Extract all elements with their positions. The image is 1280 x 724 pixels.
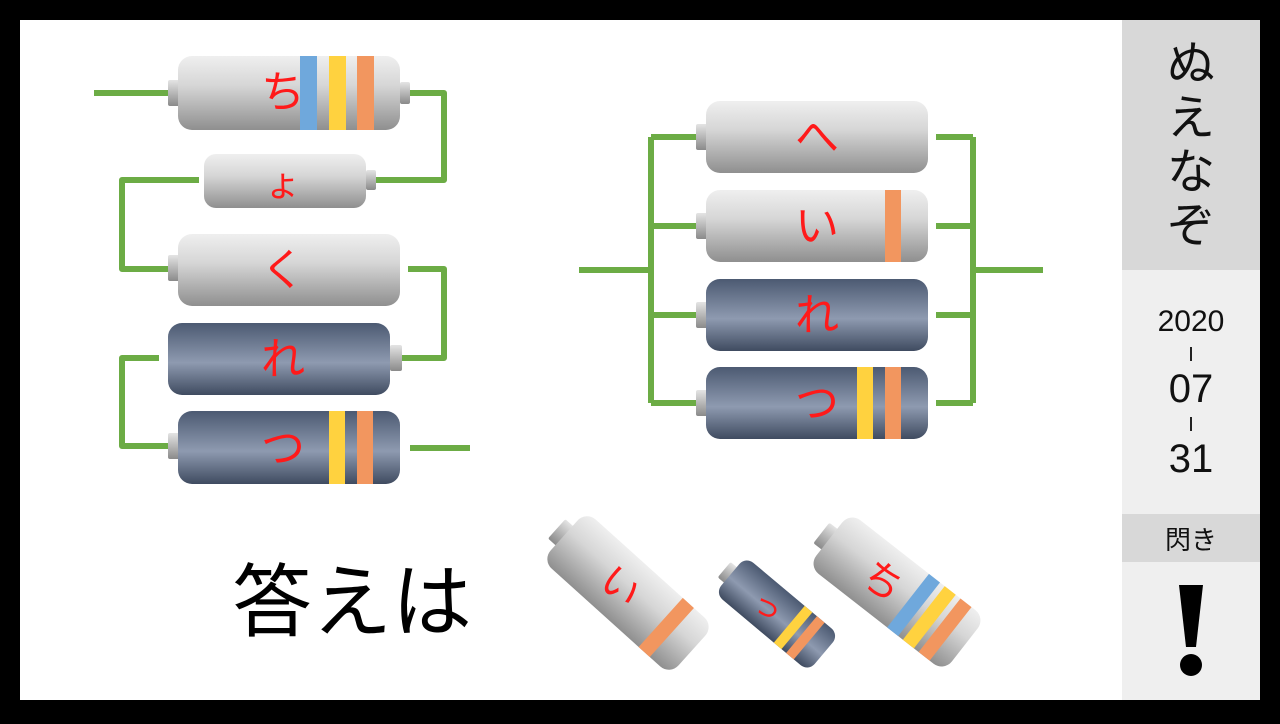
answer-battery-1: い	[547, 516, 709, 670]
title-char-4: ぞ	[1166, 198, 1215, 254]
series-kana-3: く	[261, 245, 305, 296]
title-char-1: ぬ	[1166, 36, 1215, 92]
title-char-3: な	[1166, 144, 1215, 200]
wire-series-3	[401, 266, 447, 361]
series-kana-4: れ	[261, 334, 305, 385]
wire-parallel-left-branches	[651, 134, 697, 406]
battery-silver-icon	[168, 234, 400, 306]
date-year: 2020	[1157, 305, 1225, 338]
sidebar: ぬ え な ぞ 2020 07 31 閃き	[1122, 20, 1260, 700]
series-kana-1: ち	[261, 67, 305, 118]
wire-series-4	[119, 355, 168, 449]
series-kana-5: つ	[261, 423, 305, 474]
parallel-kana-3: れ	[795, 290, 839, 341]
date-separator	[1190, 417, 1192, 431]
exclamation-icon	[1179, 585, 1203, 676]
title-char-2: え	[1166, 90, 1215, 146]
series-kana-2: ょ	[265, 164, 301, 205]
parallel-kana-1: へ	[795, 112, 839, 163]
hint-button[interactable]: 閃き	[1122, 514, 1260, 562]
date-box: 2020 07 31	[1122, 270, 1260, 514]
wire-series-1	[375, 90, 447, 183]
battery-dark-icon	[696, 279, 928, 351]
series-circuit	[94, 90, 470, 451]
battery-silver-icon	[696, 101, 928, 173]
date-day: 31	[1168, 437, 1214, 481]
date-month: 07	[1168, 367, 1214, 411]
date-separator	[1190, 347, 1192, 361]
battery-silver-icon	[204, 154, 376, 208]
answer-prompt: 答えは	[232, 556, 472, 649]
battery-silver-icon	[696, 190, 928, 262]
hint-label: 閃き	[1164, 525, 1217, 556]
parallel-kana-4: つ	[795, 378, 839, 429]
parallel-kana-2: い	[795, 201, 839, 252]
parallel-circuit	[579, 134, 1043, 406]
answer-battery-2: っ	[718, 560, 836, 668]
answer-battery-3: ち	[813, 517, 981, 667]
battery-dark-icon	[696, 367, 928, 439]
wire-parallel-right-branches	[936, 134, 973, 406]
title-box: ぬ え な ぞ	[1122, 20, 1260, 270]
wire-series-2	[119, 177, 199, 272]
battery-silver-icon	[168, 56, 410, 130]
battery-dark-icon	[168, 411, 400, 484]
battery-dark-icon	[168, 323, 402, 395]
exclamation-button[interactable]	[1122, 562, 1260, 700]
